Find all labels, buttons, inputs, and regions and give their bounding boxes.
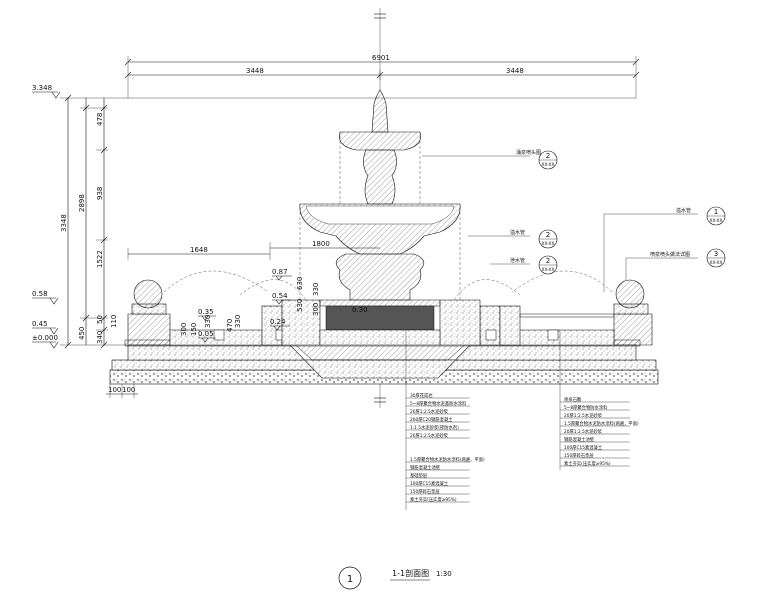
callout-5-num: 3 xyxy=(714,250,718,258)
note-right-7: 150厚碎石垫层 xyxy=(564,452,594,459)
note-left-7: 钢筋混凝土池壁 xyxy=(410,464,441,471)
callout-5-label: 喷泉喷头做法详图 xyxy=(650,251,690,258)
dim-530: 530 xyxy=(296,299,304,312)
dim-overall-height: 3348 xyxy=(60,214,68,232)
callouts: 涌泉喷头图 2 XX-XX 溢水管 2 XX-XX 泄水管 2 XX-XX 溢水… xyxy=(422,149,726,292)
note-left-2: 20厚1:2.5水泥砂浆 xyxy=(410,408,449,415)
level-030: 0.30 xyxy=(352,306,368,314)
note-right-3: 1.5厚聚合物水泥防水涂料(两遍，平面) xyxy=(564,420,639,427)
callout-2-label: 溢水管 xyxy=(510,229,525,236)
note-left-3: 200厚C20钢筋混凝土 xyxy=(410,416,453,423)
foundation xyxy=(109,339,659,385)
corner-balls xyxy=(131,270,649,315)
level-markers: 3.348 0.58 0.45 ±0.000 xyxy=(32,84,61,349)
dim-330b: 330 xyxy=(234,315,242,328)
title-num: 1 xyxy=(347,574,353,585)
dim-total: 6901 xyxy=(372,54,390,62)
material-notes-right: 喷泉石雕 5~8厚聚合物防水涂料 20厚1:2.5水泥砂浆 1.5厚聚合物水泥防… xyxy=(559,330,639,470)
dim-470: 470 xyxy=(226,319,234,332)
level-087: 0.87 xyxy=(272,268,288,276)
dim-300: 300 xyxy=(312,303,320,316)
material-notes-left: 30厚花岗岩 5~8厚聚合物水泥基防水涂料 20厚1:2.5水泥砂浆 200厚C… xyxy=(405,330,485,510)
dim-110: 110 xyxy=(110,315,118,328)
note-left-1: 5~8厚聚合物水泥基防水涂料 xyxy=(410,400,467,407)
central-pool xyxy=(239,279,521,346)
level-058: 0.58 xyxy=(32,290,48,298)
level-3348: 3.348 xyxy=(32,84,52,92)
title-bubble xyxy=(338,566,362,590)
note-right-1: 5~8厚聚合物防水涂料 xyxy=(564,404,608,411)
dim-630: 630 xyxy=(296,277,304,290)
level-045: 0.45 xyxy=(32,320,48,328)
fountain-sculpture xyxy=(299,89,461,301)
outer-basin xyxy=(127,305,653,346)
note-right-5: 钢筋混凝土池壁 xyxy=(564,436,595,443)
note-right-4: 20厚1:2.5水泥砂浆 xyxy=(564,428,603,435)
dim-left-half: 3448 xyxy=(246,67,264,75)
callout-5-sheet: XX-XX xyxy=(710,260,723,266)
dim-upper-height: 2898 xyxy=(78,194,86,212)
dim-478: 478 xyxy=(96,113,104,126)
dim-450: 450 xyxy=(78,327,86,340)
left-dimensions: 3348 2898 478 938 1522 450 340 50 110 xyxy=(60,94,128,349)
callout-3-num: 2 xyxy=(546,257,550,265)
note-right-0: 喷泉石雕 xyxy=(564,396,582,403)
inner-dimensions: 1648 1800 630 530 300 330 300 150 470 33… xyxy=(127,240,380,336)
level-000: ±0.000 xyxy=(32,334,58,342)
callout-4-label: 溢水管 xyxy=(676,207,691,214)
dim-300b: 300 xyxy=(180,323,188,336)
level-054: 0.54 xyxy=(272,292,288,300)
note-left-9: 100厚C15素混凝土 xyxy=(410,480,449,487)
title-name: 1-1剖面图 xyxy=(392,568,429,578)
bottom-dimensions: 100 100 xyxy=(106,384,138,398)
top-dimensions: 6901 3448 3448 xyxy=(124,54,640,99)
note-left-11: 素土夯实(压实度≥95%) xyxy=(410,496,457,503)
callout-2-sheet: XX-XX xyxy=(542,241,555,247)
title-scale: 1:30 xyxy=(436,570,452,578)
callout-3-label: 泄水管 xyxy=(510,257,525,264)
dim-1522: 1522 xyxy=(96,250,104,268)
dim-330c: 330 xyxy=(204,315,212,328)
dim-right-half: 3448 xyxy=(506,67,524,75)
dim-330: 330 xyxy=(312,283,320,296)
note-right-8: 素土夯实(压实度≥95%) xyxy=(564,460,611,467)
note-left-5: 20厚1:2.5水泥砂浆 xyxy=(410,432,449,439)
callout-1-label: 涌泉喷头图 xyxy=(516,149,541,156)
callout-1-sheet: XX-XX xyxy=(542,162,555,168)
dim-50: 50 xyxy=(96,315,104,324)
note-right-6: 100厚C15素混凝土 xyxy=(564,444,603,451)
callout-4-sheet: XX-XX xyxy=(710,218,723,224)
level-024: 0.24 xyxy=(270,318,286,326)
note-right-2: 20厚1:2.5水泥砂浆 xyxy=(564,412,603,419)
dim-938: 938 xyxy=(96,187,104,200)
level-005: 0.05 xyxy=(198,330,214,338)
callout-1-num: 2 xyxy=(546,152,550,160)
note-left-0: 30厚花岗岩 xyxy=(410,392,433,399)
dim-1800: 1800 xyxy=(312,240,330,248)
callout-4-num: 1 xyxy=(714,208,718,216)
note-left-4: 1:1.5水泥砂浆(掺防水剂) xyxy=(410,424,459,431)
note-left-10: 150厚碎石垫层 xyxy=(410,488,440,495)
bottom-dim-b: 100 xyxy=(122,386,135,394)
callout-2-num: 2 xyxy=(546,231,550,239)
dim-1648: 1648 xyxy=(190,246,208,254)
note-left-6: 1.5厚聚合物水泥防水涂料(两遍，平面) xyxy=(410,456,485,463)
dim-150: 150 xyxy=(190,323,198,336)
bottom-dim-a: 100 xyxy=(108,386,121,394)
callout-3-sheet: XX-XX xyxy=(542,267,555,273)
dim-340: 340 xyxy=(96,331,104,344)
drawing-title: 1 1-1剖面图 1:30 xyxy=(338,566,452,590)
note-left-8: 基础垫层 xyxy=(410,472,428,479)
inner-levels: 0.87 0.54 0.35 0.24 0.05 0.30 xyxy=(198,268,368,343)
level-035: 0.35 xyxy=(198,308,214,316)
